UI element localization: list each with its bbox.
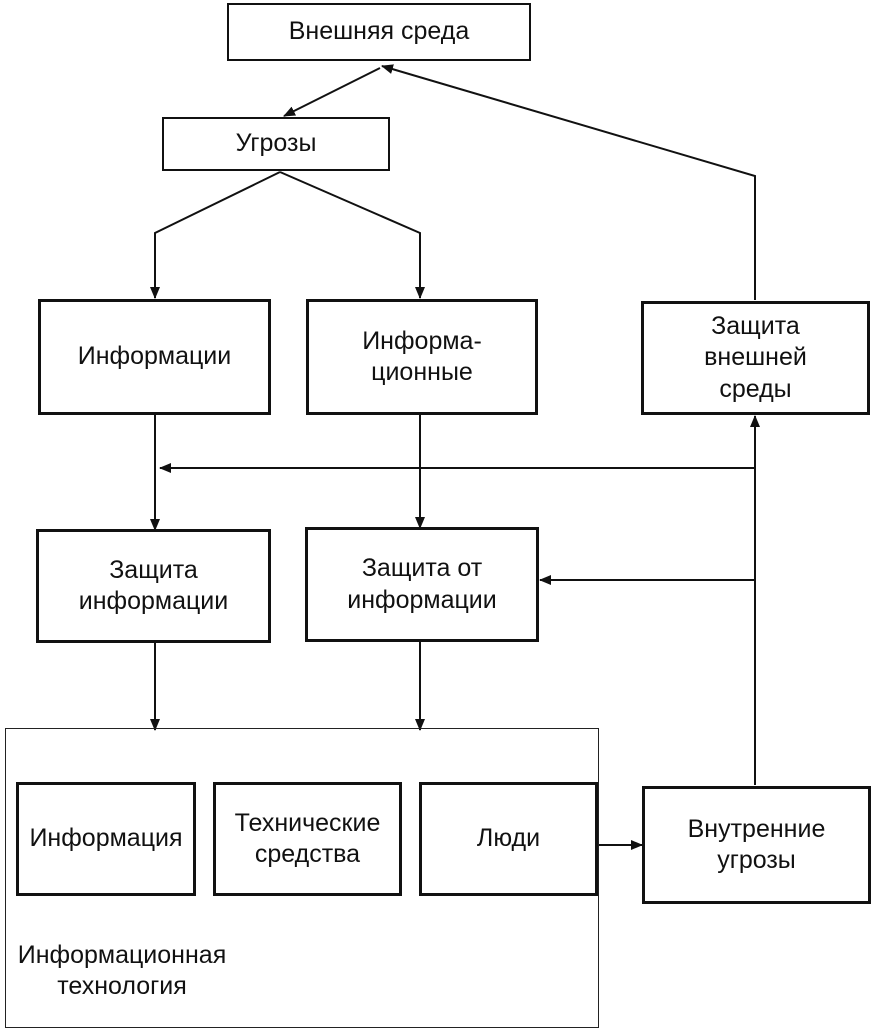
node-information: Информации	[38, 299, 271, 415]
node-info: Информация	[16, 782, 196, 896]
arrow-threats-to-information	[150, 171, 281, 299]
node-tech-means-label: Технические средства	[234, 808, 381, 868]
node-people: Люди	[419, 782, 598, 896]
node-information-label: Информации	[77, 342, 232, 371]
node-protection-from-info-label: Защита от информации	[347, 554, 497, 614]
info-technology-label: Информационная технология	[17, 941, 227, 1001]
node-info-protection-label: Защита информации	[78, 555, 229, 615]
node-internal-threats: Внутренние угрозы	[642, 786, 871, 904]
arrow-external-protection-to-env	[381, 64, 756, 300]
node-people-label: Люди	[476, 824, 541, 853]
node-external-env: Внешняя среда	[227, 3, 531, 61]
node-internal-threats-label: Внутренние угрозы	[687, 814, 826, 874]
arrow-env-to-threats	[283, 67, 381, 117]
node-informational-label: Информа- ционные	[362, 326, 482, 386]
node-threats: Угрозы	[162, 117, 390, 171]
node-informational: Информа- ционные	[306, 299, 538, 415]
node-protection-from-info: Защита от информации	[305, 527, 539, 642]
node-threats-label: Угрозы	[235, 129, 317, 158]
node-external-protection-label: Защита внешней среды	[704, 312, 807, 403]
node-info-label: Информация	[29, 824, 183, 853]
node-info-protection: Защита информации	[36, 529, 271, 643]
node-external-env-label: Внешняя среда	[288, 17, 470, 46]
node-tech-means: Технические средства	[213, 782, 402, 896]
node-external-protection: Защита внешней среды	[641, 301, 870, 415]
arrow-threats-to-informational	[279, 171, 425, 299]
